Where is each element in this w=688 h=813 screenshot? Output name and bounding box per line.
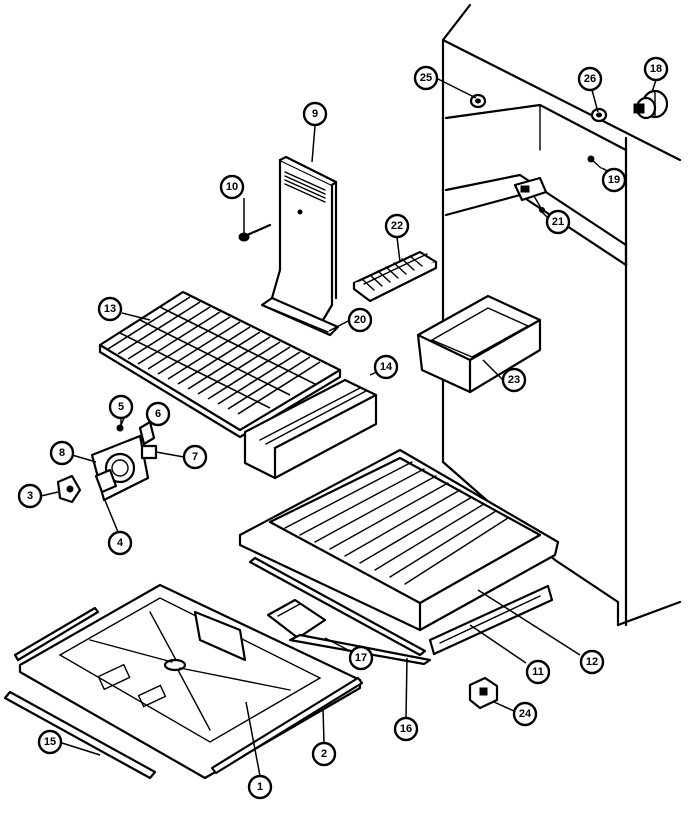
part-4-fan-motor xyxy=(94,468,118,494)
callout-4: 4 xyxy=(107,530,133,556)
callout-21-label: 21 xyxy=(552,216,564,228)
callout-16-label: 16 xyxy=(400,723,412,735)
part-10-screw xyxy=(238,223,272,242)
part-15-front-rail xyxy=(3,690,157,780)
callout-6: 6 xyxy=(145,401,171,427)
part-14-shelf-cover xyxy=(243,378,378,480)
base-pan-channels xyxy=(89,611,291,731)
part-21-bracket xyxy=(513,176,548,213)
callout-4-label: 4 xyxy=(117,537,124,549)
crisper-shelf-ribs xyxy=(284,461,509,585)
callout-1: 1 xyxy=(247,774,273,800)
ice-tray-cubes xyxy=(361,253,428,291)
callout-11: 11 xyxy=(525,659,551,685)
callout-20: 20 xyxy=(347,307,373,333)
callout-19: 19 xyxy=(601,167,627,193)
callout-7-label: 7 xyxy=(192,451,198,463)
callouts: 1 2 3 4 5 6 7 8 xyxy=(17,56,669,800)
callout-24: 24 xyxy=(512,701,538,727)
part-17-tray xyxy=(266,598,327,640)
callout-1-label: 1 xyxy=(257,781,263,793)
part-7-clip xyxy=(140,444,158,460)
callout-6-label: 6 xyxy=(155,408,161,420)
part-13-wire-shelf xyxy=(98,290,342,439)
callout-26: 26 xyxy=(577,66,603,92)
callout-14-label: 14 xyxy=(380,361,393,373)
callout-10-label: 10 xyxy=(226,181,238,193)
callout-24-label: 24 xyxy=(519,708,532,720)
callout-18-label: 18 xyxy=(650,63,662,75)
callout-5-label: 5 xyxy=(118,401,124,413)
part-12-crisper-shelf xyxy=(238,448,560,632)
part-11-cover-plate xyxy=(428,584,554,656)
callout-13: 13 xyxy=(97,296,123,322)
callout-12: 12 xyxy=(579,649,605,675)
callout-9-label: 9 xyxy=(312,108,318,120)
part-22-ice-tray xyxy=(352,250,438,303)
callout-25: 25 xyxy=(413,65,439,91)
callout-17-label: 17 xyxy=(355,652,367,664)
fan-motor-assembly xyxy=(56,417,158,504)
callout-12-label: 12 xyxy=(586,656,598,668)
callout-2: 2 xyxy=(311,741,337,767)
callout-23: 23 xyxy=(501,367,527,393)
callout-3: 3 xyxy=(17,483,43,509)
part-23-storage-bin xyxy=(416,294,542,394)
callout-10: 10 xyxy=(219,174,245,200)
callout-8-label: 8 xyxy=(59,447,65,459)
air-duct-vent-slots xyxy=(284,171,326,203)
part-18-control-knob xyxy=(633,89,669,120)
part-25-plug xyxy=(469,93,487,109)
cabinet-outline xyxy=(441,3,682,627)
part-24-bracket xyxy=(468,676,499,710)
callout-14: 14 xyxy=(373,354,399,380)
callout-11-label: 11 xyxy=(532,666,544,678)
callout-21: 21 xyxy=(545,209,571,235)
part-1-base-pan xyxy=(18,583,362,780)
callout-20-label: 20 xyxy=(354,314,366,326)
callout-7: 7 xyxy=(182,444,208,470)
callout-2-label: 2 xyxy=(321,748,327,760)
callout-26-label: 26 xyxy=(584,73,596,85)
callout-25-label: 25 xyxy=(420,72,432,84)
callout-5: 5 xyxy=(108,394,134,420)
part-2-side-rail xyxy=(210,676,364,775)
callout-8: 8 xyxy=(49,440,75,466)
callout-9: 9 xyxy=(302,101,328,127)
callout-18: 18 xyxy=(643,56,669,82)
callout-17: 17 xyxy=(348,645,374,671)
wire-shelf-rods xyxy=(107,296,321,415)
callout-23-label: 23 xyxy=(508,374,520,386)
callout-22: 22 xyxy=(384,213,410,239)
callout-19-label: 19 xyxy=(608,174,620,186)
part-6-clip xyxy=(138,420,156,446)
callout-15-label: 15 xyxy=(44,736,56,748)
callout-16: 16 xyxy=(393,716,419,742)
callout-13-label: 13 xyxy=(104,303,116,315)
part-9-air-duct xyxy=(260,155,340,337)
part-19-screw xyxy=(587,155,602,169)
rear-rail xyxy=(13,606,100,662)
callout-3-label: 3 xyxy=(27,490,33,502)
callout-15: 15 xyxy=(37,729,63,755)
callout-22-label: 22 xyxy=(391,220,403,232)
part-26-bezel xyxy=(590,107,608,123)
